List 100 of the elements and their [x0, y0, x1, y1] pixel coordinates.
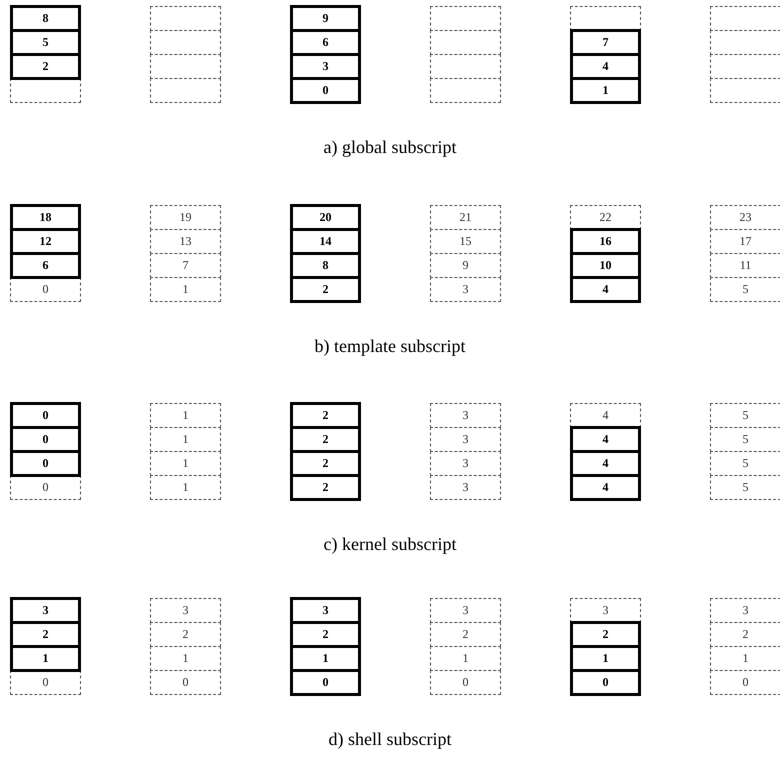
index-cell: 1 — [150, 646, 221, 671]
index-cell: 5 — [710, 475, 780, 500]
index-cell: 1 — [150, 403, 221, 428]
index-cell: 2 — [293, 405, 358, 426]
index-cell: 5 — [710, 277, 780, 302]
panel-caption: d) shell subscript — [328, 729, 452, 749]
index-cell: 2 — [293, 474, 358, 498]
index-cell: 6 — [293, 29, 358, 53]
index-cell: 1 — [150, 427, 221, 452]
index-cell: 3 — [430, 598, 501, 623]
cell-column — [570, 621, 641, 696]
index-cell: 6 — [13, 252, 78, 276]
index-cell: 14 — [293, 228, 358, 252]
index-cell: 3 — [430, 277, 501, 302]
index-cell: 4 — [573, 450, 638, 474]
index-cell: 10 — [573, 252, 638, 276]
index-cell: 2 — [573, 624, 638, 645]
index-cell: 16 — [573, 231, 638, 252]
index-cell: 2 — [293, 276, 358, 300]
index-cell: 4 — [573, 474, 638, 498]
index-cell: 5 — [710, 403, 780, 428]
index-cell: 19 — [150, 205, 221, 230]
empty-cell — [150, 6, 221, 31]
cell-column — [290, 402, 361, 501]
index-cell: 4 — [573, 53, 638, 77]
index-cell: 20 — [293, 207, 358, 228]
index-cell: 8 — [293, 252, 358, 276]
cell-column — [570, 228, 641, 303]
cell-column — [10, 597, 81, 672]
index-cell: 2 — [13, 621, 78, 645]
index-cell: 2 — [293, 450, 358, 474]
cell-column — [10, 5, 81, 80]
panel-caption: c) kernel subscript — [324, 534, 456, 554]
index-cell: 15 — [430, 229, 501, 254]
empty-cell — [150, 78, 221, 103]
index-cell: 0 — [573, 669, 638, 693]
index-cell: 4 — [573, 276, 638, 300]
empty-cell — [150, 54, 221, 79]
panel-caption: b) template subscript — [314, 336, 466, 356]
index-cell: 5 — [13, 29, 78, 53]
empty-cell — [430, 78, 501, 103]
index-cell: 3 — [710, 598, 780, 623]
cell-column — [570, 426, 641, 501]
index-cell: 1 — [150, 277, 221, 302]
empty-cell — [710, 78, 780, 103]
index-cell: 0 — [293, 669, 358, 693]
empty-cell — [430, 6, 501, 31]
empty-cell — [430, 30, 501, 55]
index-cell: 0 — [13, 450, 78, 474]
index-cell: 1 — [573, 645, 638, 669]
cell-column — [570, 29, 641, 104]
index-cell: 0 — [430, 670, 501, 695]
index-cell: 3 — [430, 403, 501, 428]
index-cell: 2 — [430, 622, 501, 647]
empty-cell — [710, 6, 780, 31]
panel-caption: a) global subscript — [324, 137, 456, 157]
cell-column — [10, 204, 81, 279]
cell-column — [290, 5, 361, 104]
index-cell: 8 — [13, 8, 78, 29]
index-cell: 21 — [430, 205, 501, 230]
index-cell: 1 — [573, 77, 638, 101]
index-cell: 3 — [13, 600, 78, 621]
index-cell: 7 — [150, 253, 221, 278]
index-cell: 3 — [150, 598, 221, 623]
index-cell: 4 — [573, 429, 638, 450]
empty-cell — [430, 54, 501, 79]
index-cell: 3 — [430, 427, 501, 452]
index-cell: 0 — [293, 77, 358, 101]
index-cell: 1 — [293, 645, 358, 669]
index-cell: 1 — [430, 646, 501, 671]
index-cell: 3 — [430, 475, 501, 500]
index-cell: 2 — [293, 621, 358, 645]
cell-column — [10, 402, 81, 477]
index-cell: 2 — [150, 622, 221, 647]
index-cell: 1 — [150, 475, 221, 500]
index-cell: 0 — [710, 670, 780, 695]
index-cell: 3 — [430, 451, 501, 476]
index-cell: 23 — [710, 205, 780, 230]
index-cell: 9 — [430, 253, 501, 278]
index-cell: 0 — [10, 277, 81, 302]
index-cell: 0 — [10, 475, 81, 500]
index-cell: 9 — [293, 8, 358, 29]
empty-cell — [10, 78, 81, 103]
index-cell: 0 — [150, 670, 221, 695]
index-cell: 3 — [293, 53, 358, 77]
index-cell: 1 — [13, 645, 78, 669]
index-cell: 7 — [573, 32, 638, 53]
index-cell: 18 — [13, 207, 78, 228]
cell-column — [290, 204, 361, 303]
index-cell: 3 — [293, 600, 358, 621]
index-cell: 13 — [150, 229, 221, 254]
index-cell: 2 — [293, 426, 358, 450]
index-cell: 12 — [13, 228, 78, 252]
index-cell: 2 — [13, 53, 78, 77]
cell-column — [290, 597, 361, 696]
index-cell: 1 — [150, 451, 221, 476]
index-cell: 0 — [10, 670, 81, 695]
empty-cell — [150, 30, 221, 55]
index-cell: 0 — [13, 405, 78, 426]
index-cell: 0 — [13, 426, 78, 450]
